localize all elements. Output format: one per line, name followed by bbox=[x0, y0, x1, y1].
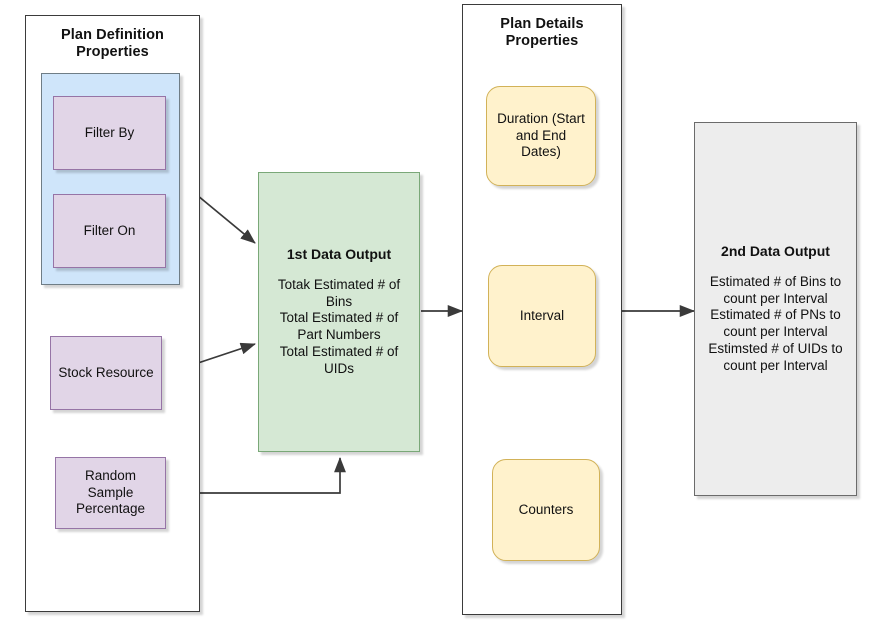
duration-box[interactable]: Duration (Start and End Dates) bbox=[486, 86, 596, 186]
stock-resource-box[interactable]: Stock Resource bbox=[50, 336, 162, 410]
second-data-output-heading: 2nd Data Output bbox=[721, 243, 830, 260]
random-sample-percentage-label: Random Sample Percentage bbox=[75, 467, 146, 517]
filter-by-box[interactable]: Filter By bbox=[53, 96, 166, 170]
plan-definition-properties-title: Plan Definition Properties bbox=[61, 27, 164, 61]
stock-resource-label: Stock Resource bbox=[58, 364, 154, 380]
second-data-output-body: Estimated # of Bins to count per Interva… bbox=[708, 273, 843, 373]
counters-box[interactable]: Counters bbox=[492, 459, 600, 561]
filter-on-box[interactable]: Filter On bbox=[53, 194, 166, 268]
plan-details-properties-title: Plan Details Properties bbox=[500, 16, 584, 50]
interval-label: Interval bbox=[519, 307, 565, 323]
first-data-output-body: Totak Estimated # of Bins Total Estimate… bbox=[277, 276, 401, 376]
duration-label: Duration (Start and End Dates) bbox=[497, 110, 585, 160]
second-data-output-box[interactable]: 2nd Data Output Estimated # of Bins to c… bbox=[694, 122, 857, 496]
counters-label: Counters bbox=[518, 501, 574, 517]
random-sample-percentage-box[interactable]: Random Sample Percentage bbox=[55, 457, 166, 529]
filter-on-label: Filter On bbox=[83, 222, 136, 238]
interval-box[interactable]: Interval bbox=[488, 265, 596, 367]
filter-by-label: Filter By bbox=[84, 124, 135, 140]
first-data-output-box[interactable]: 1st Data Output Totak Estimated # of Bin… bbox=[258, 172, 420, 452]
first-data-output-heading: 1st Data Output bbox=[286, 246, 392, 263]
